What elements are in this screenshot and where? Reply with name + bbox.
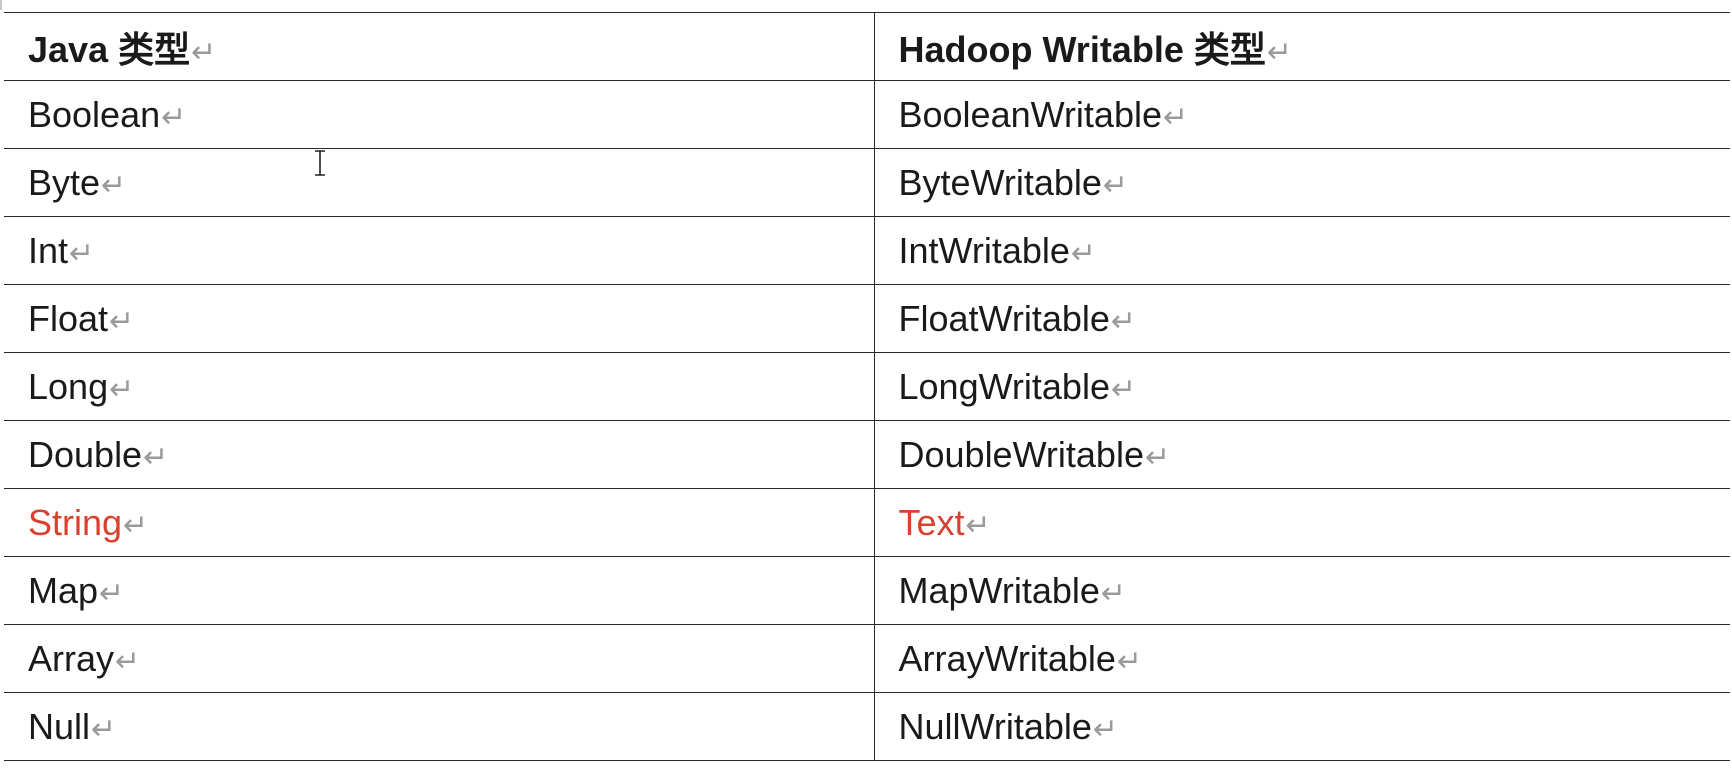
- hadoop-type-cell-text: MapWritable: [898, 569, 1100, 611]
- java-type-cell-text: Double: [28, 433, 143, 475]
- java-type-cell[interactable]: Array↵: [4, 624, 874, 693]
- java-type-cell[interactable]: Double↵: [4, 420, 874, 489]
- paragraph-mark-icon: ↵: [1110, 372, 1137, 406]
- table-header-row: Java 类型↵ Hadoop Writable 类型↵: [4, 12, 1730, 81]
- paragraph-mark-icon: ↵: [91, 712, 117, 746]
- java-type-cell[interactable]: Long↵: [4, 352, 874, 421]
- hadoop-type-cell[interactable]: ArrayWritable↵: [873, 624, 1730, 693]
- java-type-cell-text: Float: [28, 297, 109, 339]
- java-type-cell[interactable]: Float↵: [4, 284, 874, 353]
- text-cursor-icon: [315, 150, 325, 176]
- java-type-cell-text: Map: [28, 569, 99, 611]
- java-type-cell[interactable]: Null↵: [4, 692, 874, 761]
- header-hadoop-type[interactable]: Hadoop Writable 类型↵: [873, 12, 1730, 81]
- hadoop-type-cell[interactable]: DoubleWritable↵: [873, 420, 1730, 489]
- paragraph-mark-icon: ↵: [69, 236, 95, 270]
- header-java-type[interactable]: Java 类型↵: [4, 12, 874, 81]
- hadoop-type-cell-text: BooleanWritable: [898, 93, 1163, 135]
- paragraph-mark-icon: ↵: [1144, 440, 1171, 474]
- java-type-cell-text: Boolean: [28, 93, 161, 135]
- paragraph-mark-icon: ↵: [99, 576, 125, 610]
- java-type-cell-text: Array: [28, 637, 115, 679]
- hadoop-type-cell-text: FloatWritable: [898, 297, 1110, 339]
- paragraph-mark-icon: ↵: [1100, 576, 1127, 610]
- hadoop-type-cell-text: ByteWritable: [898, 161, 1102, 203]
- java-type-cell-text: Byte: [28, 161, 101, 203]
- table-row: Float↵FloatWritable↵: [4, 284, 1730, 353]
- java-type-cell-text: Long: [28, 365, 109, 407]
- java-type-cell[interactable]: String↵: [4, 488, 874, 557]
- java-type-cell-text: Int: [28, 229, 69, 271]
- table-row: Double↵DoubleWritable↵: [4, 420, 1730, 489]
- paragraph-mark-icon: ↵: [109, 304, 135, 338]
- type-mapping-table: Java 类型↵ Hadoop Writable 类型↵ Boolean↵Boo…: [4, 12, 1730, 761]
- paragraph-mark-icon: ↵: [1266, 35, 1292, 69]
- table-row: Array↵ArrayWritable↵: [4, 624, 1730, 693]
- hadoop-type-cell[interactable]: LongWritable↵: [873, 352, 1730, 421]
- java-type-cell[interactable]: Int↵: [4, 216, 874, 285]
- paragraph-mark-icon: ↵: [1116, 644, 1143, 678]
- java-type-cell-text: Null: [28, 705, 91, 747]
- paragraph-mark-icon: ↵: [1110, 304, 1137, 338]
- hadoop-type-cell[interactable]: BooleanWritable↵: [873, 80, 1730, 149]
- java-type-cell[interactable]: Map↵: [4, 556, 874, 625]
- hadoop-type-cell-text: LongWritable: [898, 365, 1110, 407]
- paragraph-mark-icon: ↵: [965, 508, 991, 542]
- table-row: Int↵IntWritable↵: [4, 216, 1730, 285]
- paragraph-mark-icon: ↵: [1163, 100, 1189, 134]
- java-type-cell[interactable]: Byte↵: [4, 148, 874, 217]
- java-type-cell-text: String: [28, 501, 123, 543]
- paragraph-mark-icon: ↵: [123, 508, 149, 542]
- hadoop-type-cell-text: Text: [898, 501, 965, 543]
- table-body: Boolean↵BooleanWritable↵Byte↵ByteWritabl…: [4, 80, 1730, 761]
- hadoop-type-cell[interactable]: NullWritable↵: [873, 692, 1730, 761]
- java-type-cell[interactable]: Boolean↵: [4, 80, 874, 149]
- paragraph-mark-icon: ↵: [1092, 712, 1119, 746]
- paragraph-mark-icon: ↵: [109, 372, 135, 406]
- paragraph-mark-icon: ↵: [1070, 236, 1097, 270]
- table-row: Boolean↵BooleanWritable↵: [4, 80, 1730, 149]
- hadoop-type-cell[interactable]: MapWritable↵: [873, 556, 1730, 625]
- table-row: Map↵MapWritable↵: [4, 556, 1730, 625]
- paragraph-mark-icon: ↵: [161, 100, 187, 134]
- page-corner-mark: [0, 0, 2, 10]
- hadoop-type-cell[interactable]: ByteWritable↵: [873, 148, 1730, 217]
- hadoop-type-cell-text: IntWritable: [898, 229, 1070, 271]
- header-java-type-label: Java 类型: [28, 28, 191, 70]
- table-row: Byte↵ByteWritable↵: [4, 148, 1730, 217]
- paragraph-mark-icon: ↵: [115, 644, 141, 678]
- table-row: Long↵LongWritable↵: [4, 352, 1730, 421]
- hadoop-type-cell[interactable]: FloatWritable↵: [873, 284, 1730, 353]
- paragraph-mark-icon: ↵: [143, 440, 169, 474]
- hadoop-type-cell-text: NullWritable: [898, 705, 1092, 747]
- table-row: String↵Text↵: [4, 488, 1730, 557]
- hadoop-type-cell[interactable]: Text↵: [873, 488, 1730, 557]
- table-row: Null↵NullWritable↵: [4, 692, 1730, 761]
- paragraph-mark-icon: ↵: [1102, 168, 1129, 202]
- hadoop-type-cell[interactable]: IntWritable↵: [873, 216, 1730, 285]
- hadoop-type-cell-text: ArrayWritable: [898, 637, 1116, 679]
- paragraph-mark-icon: ↵: [101, 168, 127, 202]
- paragraph-mark-icon: ↵: [191, 35, 217, 69]
- hadoop-type-cell-text: DoubleWritable: [898, 433, 1144, 475]
- header-hadoop-type-label: Hadoop Writable 类型: [898, 28, 1266, 70]
